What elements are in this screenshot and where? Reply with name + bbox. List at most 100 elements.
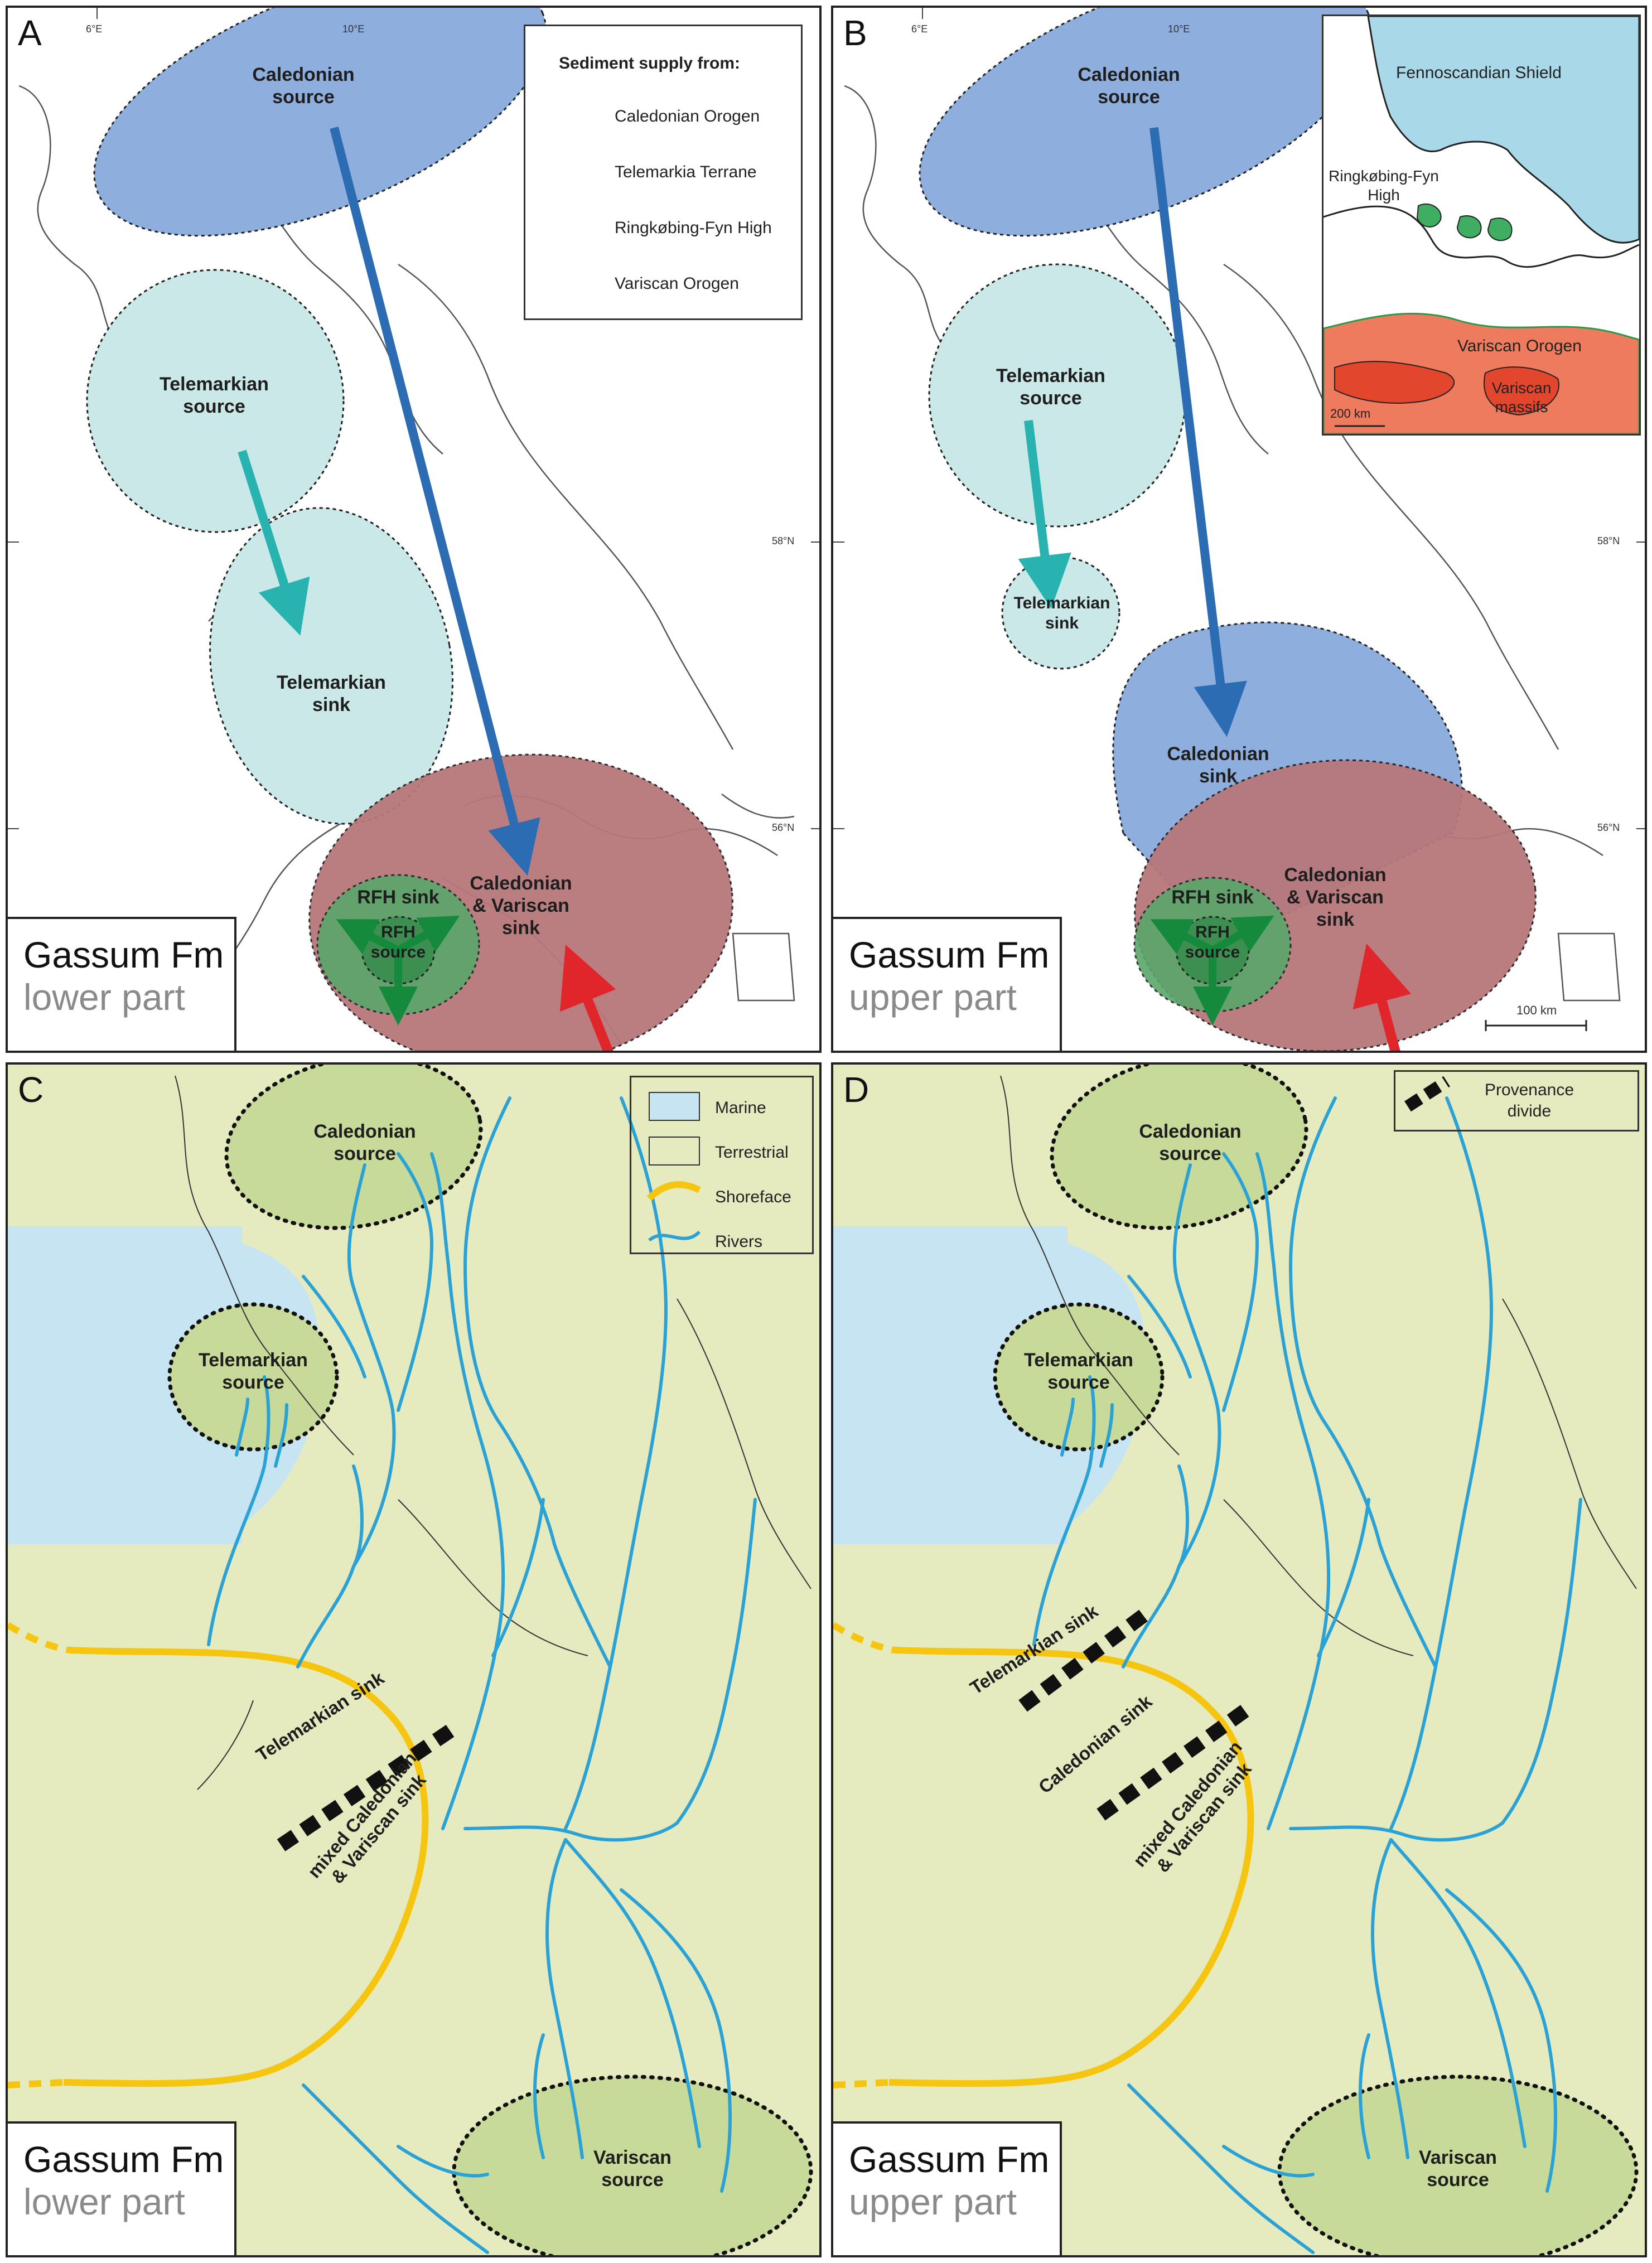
label-caledonian-variscan-sink: Caledonian & Variscan sink xyxy=(1284,864,1387,930)
coastline xyxy=(1000,1075,1637,1656)
rfh-arrow-left xyxy=(1150,919,1215,954)
caledonian-supply-arrow xyxy=(1149,127,1247,737)
formation-name: Gassum Fm xyxy=(849,2139,1050,2180)
rfh-arrow-right xyxy=(396,915,460,954)
formation-part: lower part xyxy=(23,976,185,1018)
scale-label: 100 km xyxy=(1516,1003,1557,1017)
label-telemarkian-sink: Telemarkian sink xyxy=(277,672,386,715)
formation-label-box: Gassum Fm upper part xyxy=(833,917,1062,1051)
inset-label-rfh: Ringkøbing-Fyn High xyxy=(1329,167,1439,204)
caledonian-source-area xyxy=(93,8,547,237)
shoreface-dashed-bottom xyxy=(833,2079,890,2088)
formation-part: upper part xyxy=(849,2181,1017,2222)
panel-b: Fennoscandian Shield Ringkøbing-Fyn High… xyxy=(831,6,1647,1053)
formation-part: lower part xyxy=(23,2181,185,2222)
tick-lon-10: 10°E xyxy=(1168,23,1190,35)
coastline xyxy=(175,1075,811,1790)
rfh-arrow-right xyxy=(1210,915,1274,954)
label-rfh-source: RFH source xyxy=(370,923,426,961)
label-variscan-source: Variscan source xyxy=(1419,2147,1497,2191)
panel-c-map xyxy=(8,1065,813,2255)
label-caledonian-source: Caledonian source xyxy=(1078,64,1180,108)
fennoscandian-shield-shape xyxy=(1367,16,1639,244)
legend-item-variscan: Variscan Orogen xyxy=(615,274,739,293)
shoreface-dashed-top xyxy=(833,1622,896,1653)
label-variscan-source: Variscan source xyxy=(593,2147,672,2191)
panel-d-map xyxy=(833,1065,1639,2255)
panel-b-map xyxy=(833,8,1645,1051)
legend-swatch-divide xyxy=(1404,1076,1450,1112)
panel-letter: D xyxy=(843,1070,870,1110)
inset-label-orogen: Variscan Orogen xyxy=(1457,337,1582,355)
marine-area-west xyxy=(8,1226,242,1544)
label-rfh-sink: RFH sink xyxy=(357,887,439,908)
variscan-source-area xyxy=(452,2075,813,2255)
shoreface-line xyxy=(63,1647,429,2087)
label-rfh-sink: RFH sink xyxy=(1171,887,1254,908)
shoreface-line xyxy=(888,1647,1254,2087)
tick-lon-10: 10°E xyxy=(342,23,365,35)
provenance-divide-south xyxy=(1096,1700,1256,1821)
tick-lon-6: 6°E xyxy=(86,23,103,35)
inset-label-shield: Fennoscandian Shield xyxy=(1396,64,1562,82)
tick-lat-56: 56°N xyxy=(772,822,795,833)
caledonian-source-area xyxy=(919,8,1373,237)
legend-swatch-marine xyxy=(649,1092,700,1121)
panel-a-map xyxy=(8,8,819,1051)
legend-item-telemarkia: Telemarkia Terrane xyxy=(615,163,757,181)
formation-name: Gassum Fm xyxy=(849,934,1050,975)
label-caledonian-source: Caledonian source xyxy=(252,64,355,108)
rfh-shape-3 xyxy=(1487,217,1513,241)
rivers xyxy=(1032,1096,1582,2254)
legend-item-rfh: Ringkøbing-Fyn High xyxy=(615,219,772,237)
variscan-source-area xyxy=(1277,2075,1639,2255)
rivers xyxy=(207,1096,757,2254)
label-telemarkian-source: Telemarkian source xyxy=(199,1350,308,1393)
inset-label-massifs: Variscan massifs xyxy=(1491,379,1552,415)
provenance-legend: Provenance divide xyxy=(1394,1070,1639,1132)
marine-area-west xyxy=(833,1226,1067,1544)
panel-c: Marine Terrestrial Shoreface Rivers C Ca… xyxy=(6,1062,822,2257)
legend-item-terrestrial: Terrestrial xyxy=(715,1143,789,1162)
legend-item-provenance-divide: Provenance divide xyxy=(1484,1081,1574,1120)
telemarkian-source-area xyxy=(86,269,345,533)
label-telemarkian-source: Telemarkian source xyxy=(996,365,1105,409)
label-caledonian-sink: Caledonian sink xyxy=(1167,743,1269,787)
label-rfh-source: RFH source xyxy=(1185,923,1240,961)
telemarkian-source-area xyxy=(167,1302,339,1452)
formation-label-box: Gassum Fm upper part xyxy=(833,2121,1062,2255)
telemarkian-supply-arrow xyxy=(1018,420,1071,609)
formation-name: Gassum Fm xyxy=(23,934,224,975)
legend-item-shoreface: Shoreface xyxy=(715,1188,791,1206)
panel-letter: A xyxy=(18,13,42,53)
label-caledonian-variscan-sink: Caledonian & Variscan sink xyxy=(470,873,572,939)
tick-lat-58: 58°N xyxy=(1597,535,1620,547)
coast-outline xyxy=(1323,205,1639,268)
telemarkian-source-area xyxy=(993,1302,1165,1452)
label-caledonian-source: Caledonian source xyxy=(1139,1121,1242,1164)
tick-lon-6: 6°E xyxy=(911,23,928,35)
variscan-orogen-shape xyxy=(1323,312,1639,434)
legend-item-marine: Marine xyxy=(715,1099,766,1117)
variscan-massif-1 xyxy=(1334,361,1455,404)
rfh-shape-1 xyxy=(1416,203,1442,228)
formation-part: upper part xyxy=(849,976,1017,1018)
inset-map-shapes xyxy=(1323,16,1639,434)
formation-label-box: Gassum Fm lower part xyxy=(8,917,236,1051)
label-telemarkian-sink: Telemarkian sink xyxy=(1013,594,1110,632)
rfh-shape-2 xyxy=(1456,215,1482,239)
legend-swatch-shoreface xyxy=(646,1181,701,1201)
environment-legend: Marine Terrestrial Shoreface Rivers xyxy=(630,1076,814,1254)
sediment-supply-legend: Sediment supply from: Caledonian Orogen … xyxy=(524,25,803,320)
panel-letter: B xyxy=(843,13,867,53)
variscan-supply-arrow xyxy=(1352,943,1412,1051)
telemarkian-supply-arrow xyxy=(238,449,310,636)
shoreface-dashed-top xyxy=(8,1622,70,1653)
legend-swatch-rivers xyxy=(648,1230,701,1242)
legend-title: Sediment supply from: xyxy=(559,54,741,72)
legend-swatch-terrestrial xyxy=(649,1137,700,1166)
legend-item-rivers: Rivers xyxy=(715,1232,763,1251)
label-caledonian-source: Caledonian source xyxy=(313,1121,416,1164)
shoreface-dashed-bottom xyxy=(8,2079,64,2088)
variscan-massif-2 xyxy=(1484,366,1559,416)
